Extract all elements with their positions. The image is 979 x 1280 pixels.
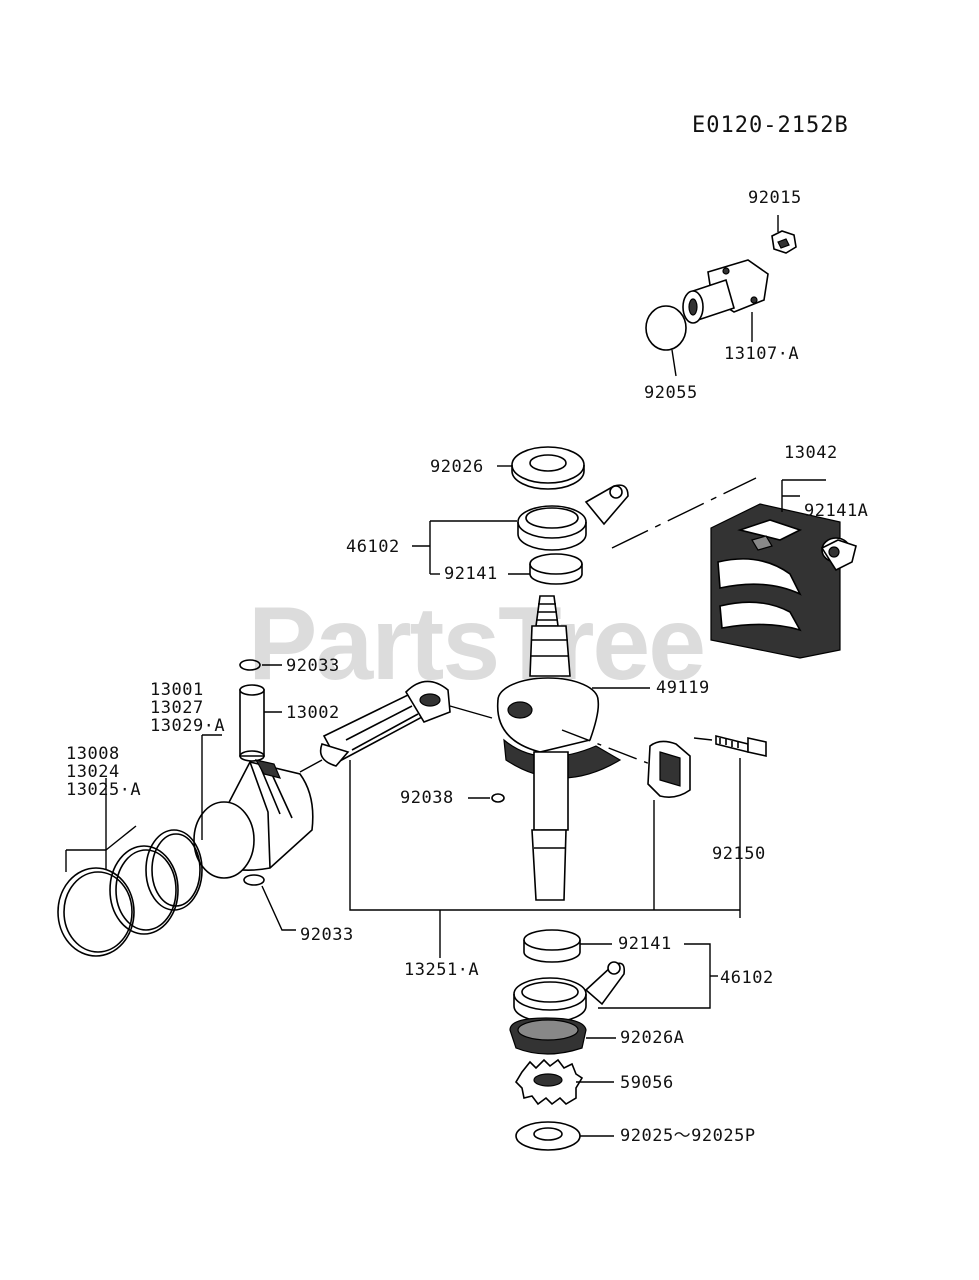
label-59056[interactable]: 59056 bbox=[620, 1073, 674, 1093]
label-46102-top[interactable]: 46102 bbox=[346, 537, 400, 557]
label-92141-bottom[interactable]: 92141 bbox=[618, 934, 672, 954]
part-13002-piston-pin[interactable] bbox=[239, 684, 265, 762]
part-92015-nut[interactable] bbox=[771, 230, 797, 254]
part-92038-pin[interactable] bbox=[491, 793, 505, 803]
label-92033-top[interactable]: 92033 bbox=[286, 656, 340, 676]
part-46102-lower-rod[interactable] bbox=[513, 961, 626, 1023]
part-92141-top-bushing[interactable] bbox=[529, 553, 583, 585]
label-92025-range[interactable]: 92025～92025P bbox=[620, 1126, 756, 1146]
part-92055-o-ring[interactable] bbox=[645, 305, 687, 351]
label-13001[interactable]: 13001 bbox=[150, 680, 204, 700]
part-46102-upper-rod[interactable] bbox=[517, 484, 629, 551]
label-92026A[interactable]: 92026A bbox=[620, 1028, 685, 1048]
label-92038[interactable]: 92038 bbox=[400, 788, 454, 808]
label-13027[interactable]: 13027 bbox=[150, 698, 204, 718]
label-92015[interactable]: 92015 bbox=[748, 188, 802, 208]
label-49119[interactable]: 49119 bbox=[656, 678, 710, 698]
label-13024[interactable]: 13024 bbox=[66, 762, 120, 782]
part-92033-bottom-circlip[interactable] bbox=[243, 874, 265, 886]
label-13107A[interactable]: 13107·A bbox=[724, 344, 800, 364]
part-59056-gear[interactable] bbox=[514, 1058, 584, 1106]
label-92141A[interactable]: 92141A bbox=[804, 501, 869, 521]
label-13029A[interactable]: 13029·A bbox=[150, 716, 226, 736]
part-13042-block[interactable] bbox=[710, 503, 841, 659]
part-49119-crankshaft[interactable] bbox=[496, 595, 622, 901]
part-13008-piston-rings[interactable] bbox=[57, 829, 203, 957]
part-92025-shim[interactable] bbox=[515, 1121, 581, 1151]
label-13002[interactable]: 13002 bbox=[286, 703, 340, 723]
diagram-reference: E0120-2152B bbox=[692, 113, 849, 138]
label-92026[interactable]: 92026 bbox=[430, 457, 484, 477]
label-92033-bottom[interactable]: 92033 bbox=[300, 925, 354, 945]
label-46102-bottom[interactable]: 46102 bbox=[720, 968, 774, 988]
label-92141-top[interactable]: 92141 bbox=[444, 564, 498, 584]
part-92026A-washer[interactable] bbox=[509, 1017, 587, 1055]
label-13025A[interactable]: 13025·A bbox=[66, 780, 142, 800]
part-rod-cap[interactable] bbox=[647, 740, 691, 798]
part-92141-bottom-bushing[interactable] bbox=[523, 929, 581, 963]
part-13001-piston[interactable] bbox=[193, 759, 314, 879]
part-92150-bolt[interactable] bbox=[715, 734, 767, 757]
watermark: PartsTree bbox=[248, 586, 706, 702]
part-13251A-connecting-rod[interactable] bbox=[319, 680, 451, 767]
label-13008[interactable]: 13008 bbox=[66, 744, 120, 764]
label-13251A[interactable]: 13251·A bbox=[404, 960, 480, 980]
label-92055[interactable]: 92055 bbox=[644, 383, 698, 403]
label-92150[interactable]: 92150 bbox=[712, 844, 766, 864]
part-13107A-shaft-assembly[interactable] bbox=[682, 259, 769, 324]
label-13042[interactable]: 13042 bbox=[784, 443, 838, 463]
part-92026-washer[interactable] bbox=[511, 446, 585, 490]
part-92141A-bushing[interactable] bbox=[820, 537, 857, 572]
part-92033-top-circlip[interactable] bbox=[239, 659, 261, 671]
